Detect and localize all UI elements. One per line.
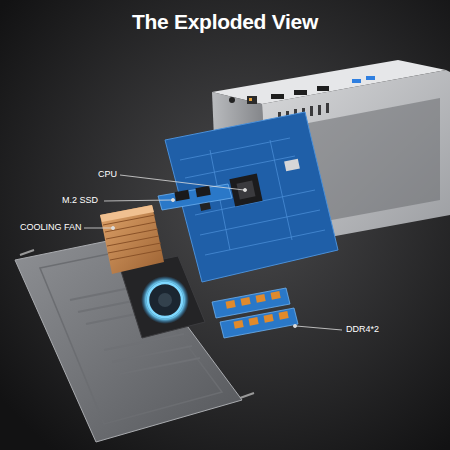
cpu-chip (229, 173, 262, 206)
m2-ssd (158, 184, 232, 210)
page-title: The Exploded View (0, 10, 450, 34)
part-label: CPU (98, 169, 117, 179)
ddr4-ram (212, 288, 298, 338)
copper-heatsink (100, 205, 164, 274)
part-label: M.2 SSD (62, 195, 98, 205)
part-label: COOLING FAN (20, 222, 82, 232)
leader-lines (84, 175, 342, 330)
part-label: DDR4*2 (346, 324, 379, 334)
